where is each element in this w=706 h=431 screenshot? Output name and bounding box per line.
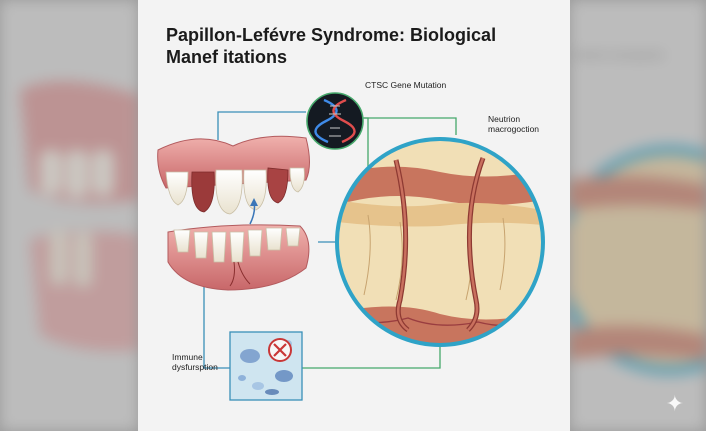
immune-dysfunction-label: Immune dysfursption xyxy=(172,352,218,372)
prohibited-icon xyxy=(268,338,292,362)
magnified-tissue xyxy=(335,137,545,347)
infographic-panel: Papillon-Lefévre Syndrome: Biological Ma… xyxy=(138,0,570,431)
upper-jaw xyxy=(157,135,310,215)
gene-mutation-label: CTSC Gene Mutation xyxy=(365,80,447,90)
page-title: Papillon-Lefévre Syndrome: Biological Ma… xyxy=(166,25,497,67)
dna-icon xyxy=(306,92,364,150)
sparkle-icon: ✦ xyxy=(665,392,684,417)
lower-jaw xyxy=(167,224,310,291)
neutrophil-label: Neutrion macrogoction xyxy=(488,114,540,134)
background-blur-left xyxy=(0,0,138,431)
background-blur-right: Neutrion macrogoction xyxy=(570,0,706,431)
background-ghost-label: Neutrion macrogoction xyxy=(574,50,665,60)
illustration xyxy=(157,92,545,401)
immune-cells-panel xyxy=(229,331,303,401)
arrow-head-icon xyxy=(250,198,258,206)
